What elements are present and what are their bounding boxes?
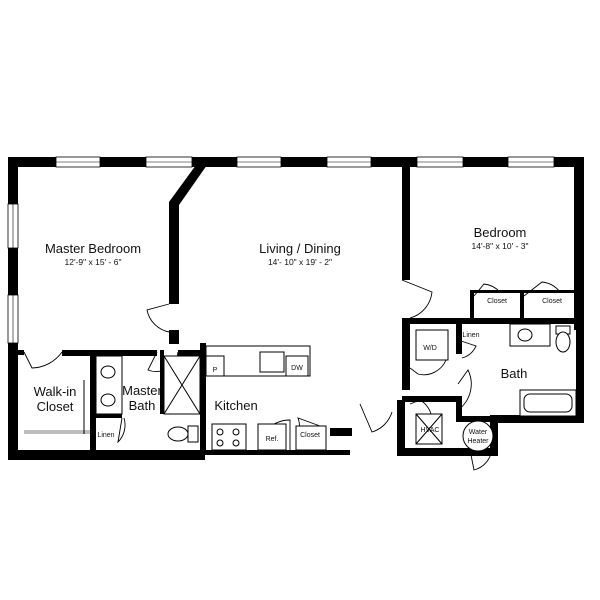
master-bedroom-name: Master Bedroom	[45, 241, 141, 256]
interior-walls	[18, 165, 578, 455]
water-heater-line1: Water	[469, 429, 488, 436]
hvac-label: HVAC	[421, 427, 440, 434]
master-bath-line1: Master	[122, 383, 162, 398]
bedroom-dims: 14'-8" x 10' - 3"	[471, 241, 528, 251]
master-bedroom-dims: 12'-9" x 15' - 6"	[64, 257, 121, 267]
labels: Master Bedroom 12'-9" x 15' - 6" Living …	[34, 225, 562, 445]
linen-master-label: Linen	[97, 432, 114, 439]
fixtures	[24, 323, 577, 452]
living-dining-dims: 14'- 10" x 19' - 2"	[268, 257, 332, 267]
walk-in-closet-line1: Walk-in	[34, 384, 77, 399]
kitchen-closet-label: Closet	[300, 432, 320, 439]
closet-left-label: Closet	[487, 298, 507, 305]
kitchen-name: Kitchen	[214, 398, 257, 413]
dishwasher-label: DW	[291, 365, 303, 372]
bedroom-name: Bedroom	[474, 225, 527, 240]
doors	[23, 279, 561, 471]
closet-right-label: Closet	[542, 298, 562, 305]
pantry-label: P	[213, 367, 218, 374]
refrigerator-label: Ref.	[266, 436, 279, 443]
wd-label: W/D	[423, 345, 437, 352]
windows	[7, 156, 555, 344]
living-dining-name: Living / Dining	[259, 241, 341, 256]
bath-name: Bath	[501, 366, 528, 381]
walk-in-closet-line2: Closet	[37, 399, 74, 414]
master-bath-line2: Bath	[129, 398, 156, 413]
linen-bath-label: Linen	[462, 332, 479, 339]
water-heater-line2: Heater	[467, 438, 489, 445]
